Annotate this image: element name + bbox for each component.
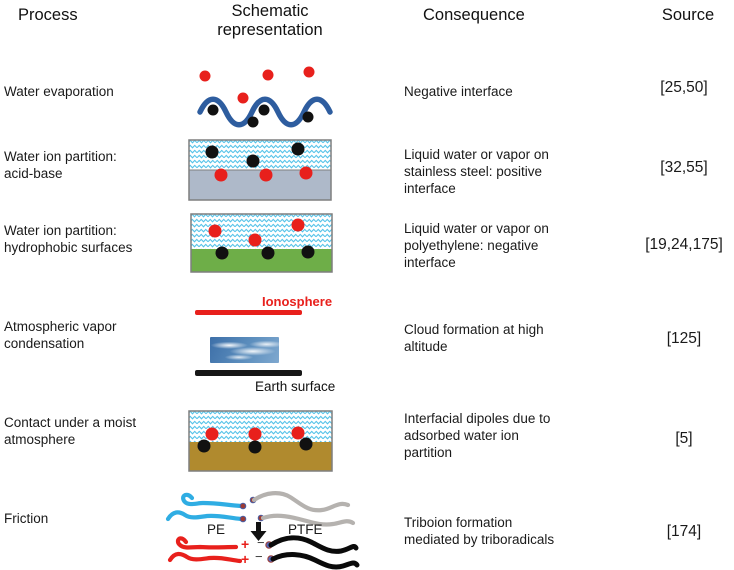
negative-triboion-chain [268, 535, 359, 554]
source-ref: [19,24,175] [645, 236, 723, 253]
cloud-photo [210, 337, 279, 363]
consequence-interfacial-dipoles: Interfacial dipoles due to adsorbed wate… [404, 411, 551, 460]
positive-triboion-chain [175, 536, 239, 550]
column-header-source: Source [661, 6, 715, 24]
negative-ion-dot [207, 104, 219, 116]
positive-ion-dot [262, 69, 274, 81]
earth-surface-line [195, 370, 302, 376]
positive-ion-dot [208, 224, 222, 238]
pe-chain [165, 510, 244, 522]
water-evaporation-diagram [197, 66, 333, 128]
water-surface-wave [197, 96, 333, 128]
negative-ion-dot [299, 437, 313, 451]
positive-ion-dot [205, 427, 219, 441]
positive-ion-dot [291, 218, 305, 232]
ionosphere-label: Ionosphere [262, 294, 333, 309]
negative-ion-dot [247, 116, 259, 128]
source-ref: [125] [666, 330, 702, 347]
positive-ion-dot [303, 66, 315, 78]
consequence-pe-negative: Liquid water or vapor on polyethylene: n… [404, 221, 549, 270]
negative-ion-dot [261, 246, 275, 260]
down-arrow-icon [250, 522, 267, 541]
plus-sign: + [241, 551, 249, 567]
ptfe-chain [260, 513, 356, 527]
ptfe-chain [251, 491, 351, 513]
positive-ion-dot [291, 426, 305, 440]
ptfe-label: PTFE [288, 522, 323, 537]
positive-ion-dot [237, 92, 249, 104]
negative-ion-dot [246, 154, 260, 168]
consequence-negative-interface: Negative interface [404, 84, 513, 99]
source-ref: [32,55] [660, 159, 708, 176]
positive-ion-dot [299, 166, 313, 180]
acid-base-partition-diagram [188, 139, 332, 201]
process-acid-base: Water ion partition: acid-base [4, 149, 117, 181]
radical-site-dot [239, 515, 247, 523]
negative-ion-dot [197, 439, 211, 453]
positive-ion-dot [199, 70, 211, 82]
negative-ion-dot [205, 145, 219, 159]
column-header-process: Process [18, 6, 78, 24]
hydrophobic-partition-diagram [190, 213, 333, 273]
ionosphere-line [195, 310, 302, 315]
negative-ion-dot [301, 245, 315, 259]
process-condensation: Atmospheric vapor condensation [4, 319, 117, 351]
radical-site-dot [239, 502, 247, 510]
consequence-triboion-formation: Triboion formation mediated by triboradi… [404, 515, 555, 547]
negative-ion-dot [215, 246, 229, 260]
consequence-steel-positive: Liquid water or vapor on stainless steel… [404, 147, 549, 196]
column-header-consequence: Consequence [423, 6, 525, 24]
positive-ion-dot [214, 168, 228, 182]
process-hydrophobic: Water ion partition: hydrophobic surface… [4, 223, 133, 255]
process-water-evaporation: Water evaporation [4, 84, 114, 99]
negative-ion-dot [302, 111, 314, 123]
earth-surface-label: Earth surface [255, 379, 336, 394]
source-ref: [25,50] [660, 79, 708, 96]
minus-sign: − [255, 549, 263, 564]
source-ref: [174] [666, 523, 702, 540]
moist-contact-diagram [188, 410, 333, 472]
pe-chain [181, 492, 244, 509]
process-friction: Friction [4, 511, 49, 526]
positive-ion-dot [248, 427, 262, 441]
negative-ion-dot [248, 440, 262, 454]
minus-sign: − [257, 535, 265, 550]
process-moist-contact: Contact under a moist atmosphere [4, 415, 137, 447]
positive-ion-dot [259, 168, 273, 182]
positive-ion-dot [248, 233, 262, 247]
negative-ion-dot [291, 142, 305, 156]
column-header-schematic: Schematic representation [217, 2, 323, 39]
source-ref: [5] [675, 430, 693, 447]
pe-label: PE [207, 522, 225, 537]
negative-ion-dot [258, 104, 270, 116]
consequence-cloud-formation: Cloud formation at high altitude [404, 322, 544, 354]
plus-sign: + [241, 536, 249, 552]
friction-triboion-diagram: PE PTFE + + − − [165, 491, 360, 570]
negative-triboion-chain [270, 552, 360, 570]
atmosphere-diagram: Ionosphere Earth surface [185, 293, 343, 395]
positive-triboion-chain [167, 551, 243, 564]
